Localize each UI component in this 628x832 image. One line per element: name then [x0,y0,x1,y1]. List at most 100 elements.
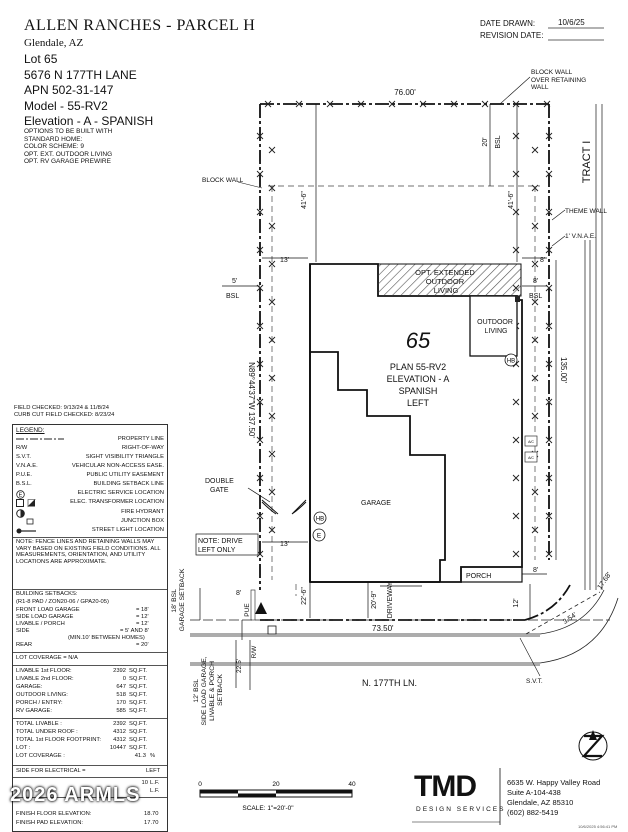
lot-coverage-na: LOT COVERAGE = N/A [16,655,78,661]
legend-value: JUNCTION BOX [120,518,164,524]
legend-row-property-line: PROPERTY LINE [16,436,164,444]
wall-mark [545,322,553,330]
date-box: DATE DRAWN: REVISION DATE: [480,18,543,42]
side-load-line-3: LIVABLE & PORCH [209,661,216,721]
legend-row: P.U.E.PUBLIC UTILITY EASEMENT [16,472,164,480]
scale-ticks: 0 20 40 [198,781,356,788]
divider [13,652,167,653]
firm-logo: TMD [414,770,477,803]
legend-value: RIGHT-OF-WAY [121,445,164,451]
hose-bib-icon [313,511,327,525]
lot-elevation: Elevation - A - SPANISH [24,114,154,128]
wall-mark [256,360,264,368]
left-bearing-label: N89°44'37"W 137.50' [247,362,256,438]
note-drive-line-2: LEFT ONLY [198,547,236,554]
total-unit: SQ.FT. [129,737,148,743]
dim-41-6-right: 41'-6" [508,191,515,209]
area-unit: SQ.FT. [129,668,148,674]
wall-mark [512,208,520,216]
rear-bsl-dim: 20' [482,137,489,146]
area-label: GARAGE: [16,684,43,690]
electric-label: E [317,533,322,540]
dim-8-pue: 8' [236,590,241,597]
rw-label: R/W [251,645,258,659]
dim-5: 5' [232,278,237,285]
opt-extended-label: OPT. EXTENDED OUTDOOR LIVING [415,268,477,295]
tract-label: TRACT I [581,141,593,184]
setback-value: = 20' [136,642,149,648]
wall-mark [545,170,553,178]
wall-mark [512,132,520,140]
wall-mark [419,100,427,108]
firm-address-line: (602) 882-5419 [507,808,559,817]
junction-box-icon [26,518,34,525]
driveway-label: DRIVEWAY [387,581,394,618]
tract-lines [584,104,603,590]
date-underlines [548,27,604,41]
legend-value: FIRE HYDRANT [121,509,164,515]
garage-label: GARAGE [361,500,391,507]
wall-mark [268,260,276,268]
outdoor-living-label: OUTDOOR LIVING [477,319,515,335]
rear-bsl-label: BSL [495,135,502,148]
setback-row: SIDE LOAD GARAGE= 12' [16,614,166,621]
dim-8-top: 8' [540,257,545,264]
divider [13,537,167,538]
side-load-line-2: SIDE LOAD GARAGE, [201,656,208,725]
fence-unit: L.F. [150,788,160,794]
scale-tick: 20 [272,781,280,788]
firm-address-line: Glendale, AZ 85310 [507,798,574,807]
wall-mark [512,100,520,108]
area-value: 518 [116,692,126,698]
outdoor-living-area [469,295,518,357]
bsl-lines [268,185,540,596]
ac-label: A/C [528,456,534,460]
area-unit: SQ.FT. [129,692,148,698]
plan-elevation: ELEVATION - A [387,374,450,384]
wall-mark [512,170,520,178]
legend-key: B.S.L. [16,481,32,487]
block-wall-label: BLOCK WALL [202,177,244,184]
watermark: 2026 ARMLS [10,784,141,806]
legend-row-electric: E ELECTRIC SERVICE LOCATION [16,490,164,499]
legend-key: P.U.E. [16,472,33,478]
scale-label: SCALE: 1"=20'-0" [242,805,294,812]
rear-width-dim: 76.00' [394,88,416,97]
setback-label: FRONT LOAD GARAGE [16,607,80,613]
legend-key: S.V.T. [16,454,31,460]
legend-value: STREET LIGHT LOCATION [91,527,164,533]
project-city: Glendale, AZ [24,37,84,49]
pue-marker [255,602,267,614]
bsl-left: BSL [226,293,239,300]
legend-key: R/W [16,445,28,451]
finish-floor-label: FINISH FLOOR ELEVATION: [16,811,92,817]
wall-mark [545,550,553,558]
wall-mark [256,322,264,330]
area-unit: SQ.FT. [129,708,148,714]
wall-mark [512,474,520,482]
total-unit: SQ.FT. [129,729,148,735]
hose-bib-label: HB [316,517,324,523]
note-drive-box [195,533,259,556]
setback-row: FRONT LOAD GARAGE= 18' [16,607,166,614]
date-drawn-value: 10/6/25 [558,18,585,27]
area-label: PORCH / ENTRY: [16,700,63,706]
wall-mark [545,398,553,406]
setbacks-title-row: BUILDING SETBACKS: [16,591,166,598]
double-gate [261,499,307,515]
transformer-icon [16,499,36,508]
garage-setback-label: 18' BSL GARAGE SETBACK [171,568,186,631]
setback-value: = 5' AND 8' [120,628,149,634]
side-load-setback-label: 12' BSL SIDE LOAD GARAGE, LIVABLE & PORC… [193,654,224,725]
total-label: TOTAL UNDER ROOF : [16,729,78,735]
street-name: N. 177TH LN. [362,678,417,688]
total-label: LOT : [16,745,31,751]
option-line: OPTIONS TO BE BUILT WITH [24,128,113,135]
legend-row-streetlight: STREET LIGHT LOCATION [16,527,164,535]
